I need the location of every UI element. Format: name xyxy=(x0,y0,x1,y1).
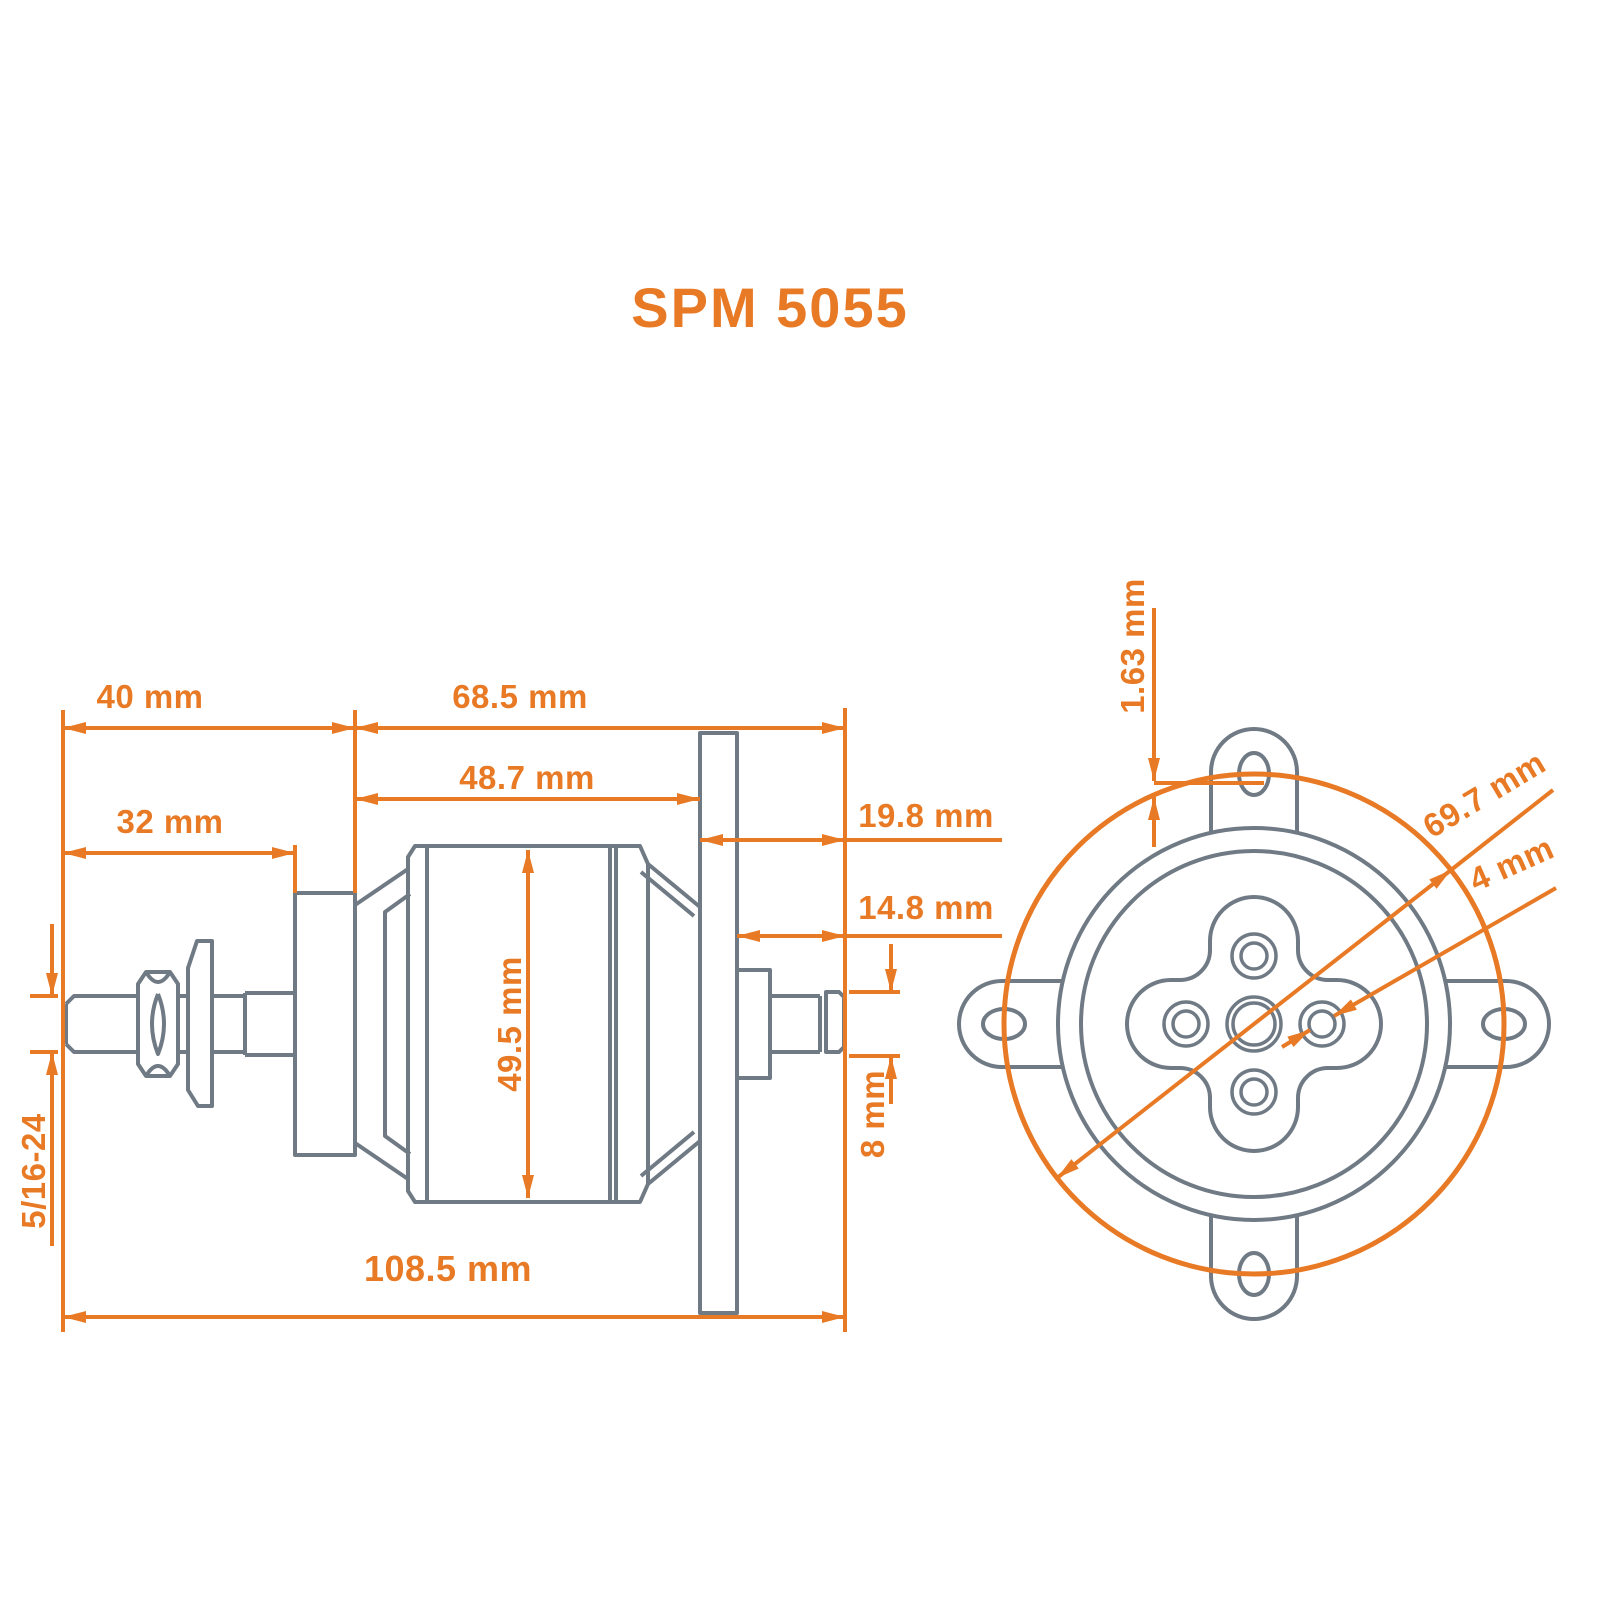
rear-hub xyxy=(737,968,772,1080)
screw-hole-right-inner xyxy=(1307,1009,1337,1039)
dim-1_63mm-label: 1.63 mm xyxy=(1114,578,1151,714)
dim-4mm-label: 4 mm xyxy=(1464,829,1560,899)
motor-bell xyxy=(353,844,702,1204)
side-view-dimensions: 40 mm 68.5 mm 48.7 mm 32 mm 19.8 mm 14.8… xyxy=(15,678,1002,1332)
dim-8mm-label: 8 mm xyxy=(854,1070,891,1158)
dim-68_5mm-label: 68.5 mm xyxy=(452,678,588,715)
dim-4mm-leader xyxy=(1333,886,1557,1018)
drawing-title: SPM 5055 xyxy=(631,276,909,339)
dim-19_8mm-label: 19.8 mm xyxy=(858,797,994,834)
screw-hole-left-inner xyxy=(1171,1009,1201,1039)
dim-69_7mm-label: 69.7 mm xyxy=(1416,743,1551,845)
screw-hole-left xyxy=(1162,1000,1210,1048)
screw-hole-bottom xyxy=(1230,1068,1278,1116)
dim-69_7mm-ext xyxy=(1449,788,1555,872)
screw-hole-top-inner xyxy=(1239,941,1269,971)
dim-32mm-label: 32 mm xyxy=(116,803,223,840)
prop-washer xyxy=(186,939,214,1108)
screw-hole-right xyxy=(1298,1000,1346,1048)
lug-left xyxy=(957,979,1063,1069)
lug-right xyxy=(1445,979,1551,1069)
dim-69_7mm-line xyxy=(1055,868,1453,1180)
dim-48_7mm-label: 48.7 mm xyxy=(459,759,595,796)
front-view-dimensions: 1.63 mm 69.7 mm 4 mm xyxy=(1055,578,1560,1180)
dim-thread-label: 5/16-24 xyxy=(15,1113,52,1229)
lug-bottom xyxy=(1209,1215,1299,1321)
dim-108_5mm-label: 108.5 mm xyxy=(364,1248,532,1289)
motor-shaft xyxy=(64,990,846,1057)
dim-40mm-label: 40 mm xyxy=(96,678,203,715)
dim-49_5mm-label: 49.5 mm xyxy=(491,956,528,1092)
dim-4mm-arrow-tail xyxy=(1280,1028,1312,1049)
screw-hole-bottom-inner xyxy=(1239,1077,1269,1107)
dim-14_8mm-label: 14.8 mm xyxy=(858,889,994,926)
mount-plate-edge xyxy=(698,731,739,1315)
hex-nut xyxy=(136,970,180,1078)
lug-top xyxy=(1209,727,1299,833)
bolt-circle xyxy=(1001,771,1507,1277)
screw-hole-top xyxy=(1230,932,1278,980)
mount-collar xyxy=(293,891,357,1157)
mounting-lugs xyxy=(957,727,1551,1321)
